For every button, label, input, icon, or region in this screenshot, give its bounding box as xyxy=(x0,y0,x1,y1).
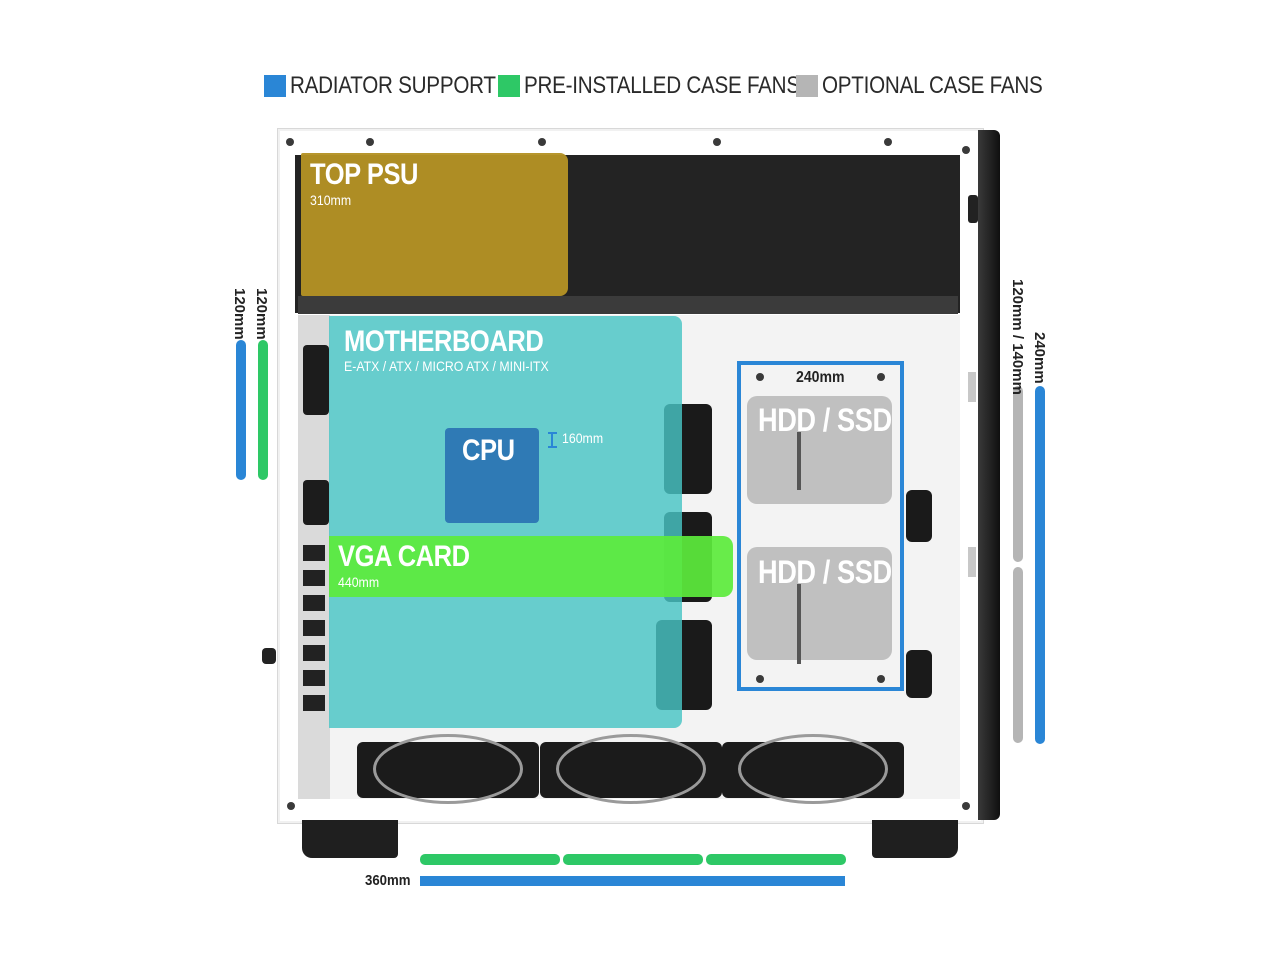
side-radiator-zone xyxy=(737,361,904,691)
expansion-slot xyxy=(303,695,325,711)
hdd-tray-bottom xyxy=(747,547,892,660)
bottom-radiator-bar xyxy=(420,876,845,886)
bottom-radiator-size: 360mm xyxy=(365,872,411,889)
bottom-fan-bar xyxy=(706,854,846,865)
rear-fan-mount xyxy=(303,345,329,415)
bottom-fan xyxy=(722,734,904,804)
radiator-swatch xyxy=(264,75,286,97)
optional-swatch xyxy=(796,75,818,97)
cpu-cooler-height: 160mm xyxy=(562,430,604,446)
front-fan-bar-top xyxy=(1013,386,1023,562)
screw xyxy=(286,138,294,146)
screw xyxy=(962,146,970,154)
psu-title: TOP PSU xyxy=(310,158,419,191)
case-foot-right xyxy=(872,820,958,858)
cpu-zone xyxy=(445,428,539,523)
cable-cutout xyxy=(906,490,932,542)
bottom-fan xyxy=(540,734,722,804)
screw xyxy=(877,373,885,381)
rear-radiator-bar xyxy=(236,340,246,480)
screw xyxy=(713,138,721,146)
expansion-slot xyxy=(303,545,325,561)
front-fan-bar-bottom xyxy=(1013,567,1023,743)
screw xyxy=(538,138,546,146)
vga-length: 440mm xyxy=(338,574,380,590)
psu-zone xyxy=(301,153,568,296)
preinstalled-swatch xyxy=(498,75,520,97)
motherboard-formats: E-ATX / ATX / MICRO ATX / MINI-ITX xyxy=(344,358,549,374)
hdd-rail xyxy=(797,432,801,490)
front-fan-size: 120mm / 140mm xyxy=(1009,279,1026,395)
legend-optional: OPTIONAL CASE FANS xyxy=(796,70,1078,102)
screw xyxy=(962,802,970,810)
bottom-fan-bar xyxy=(563,854,703,865)
hdd-bottom-label: HDD / SSD xyxy=(758,554,892,590)
fan-ring xyxy=(556,734,706,804)
rear-fan-bar xyxy=(258,340,268,480)
expansion-slot xyxy=(303,570,325,586)
side-radiator-size: 240mm xyxy=(796,369,845,386)
hdd-tray-top xyxy=(747,396,892,504)
expansion-slot xyxy=(303,670,325,686)
front-radiator-bar xyxy=(1035,386,1045,744)
screw xyxy=(287,802,295,810)
psu-shroud-bar xyxy=(298,296,958,314)
case-foot-left xyxy=(302,820,398,858)
screw xyxy=(756,373,764,381)
front-panel-clip xyxy=(968,547,976,577)
expansion-slot xyxy=(303,645,325,661)
cable-cutout xyxy=(906,650,932,698)
legend-preinstalled-label: PRE-INSTALLED CASE FANS xyxy=(524,72,800,99)
legend-radiator-label: RADIATOR SUPPORT xyxy=(290,72,496,99)
screw xyxy=(366,138,374,146)
fan-ring xyxy=(373,734,523,804)
screw xyxy=(877,675,885,683)
hdd-top-label: HDD / SSD xyxy=(758,402,892,438)
legend-optional-label: OPTIONAL CASE FANS xyxy=(822,72,1043,99)
psu-length: 310mm xyxy=(310,192,352,208)
door-latch xyxy=(968,195,978,223)
bottom-fan xyxy=(357,734,539,804)
rear-fan-size: 120mm xyxy=(253,288,270,340)
cpu-title: CPU xyxy=(462,434,515,467)
front-panel-clip xyxy=(968,372,976,402)
rear-radiator-size: 120mm xyxy=(231,288,248,340)
cooler-height-marker xyxy=(548,432,557,448)
expansion-slot xyxy=(303,595,325,611)
hdd-rail xyxy=(797,584,801,664)
vga-title: VGA CARD xyxy=(338,540,470,573)
rear-thumbscrew xyxy=(262,648,276,664)
front-radiator-size: 240mm xyxy=(1031,332,1048,384)
legend-preinstalled: PRE-INSTALLED CASE FANS xyxy=(498,70,845,102)
screw xyxy=(756,675,764,683)
case-side-door-edge xyxy=(978,130,1000,820)
motherboard-title: MOTHERBOARD xyxy=(344,325,544,358)
screw xyxy=(884,138,892,146)
fan-ring xyxy=(738,734,888,804)
bottom-fan-bar xyxy=(420,854,560,865)
vga-zone xyxy=(329,536,733,597)
legend-radiator: RADIATOR SUPPORT xyxy=(264,70,529,102)
expansion-slot xyxy=(303,620,325,636)
rear-fan-mount-lower xyxy=(303,480,329,525)
